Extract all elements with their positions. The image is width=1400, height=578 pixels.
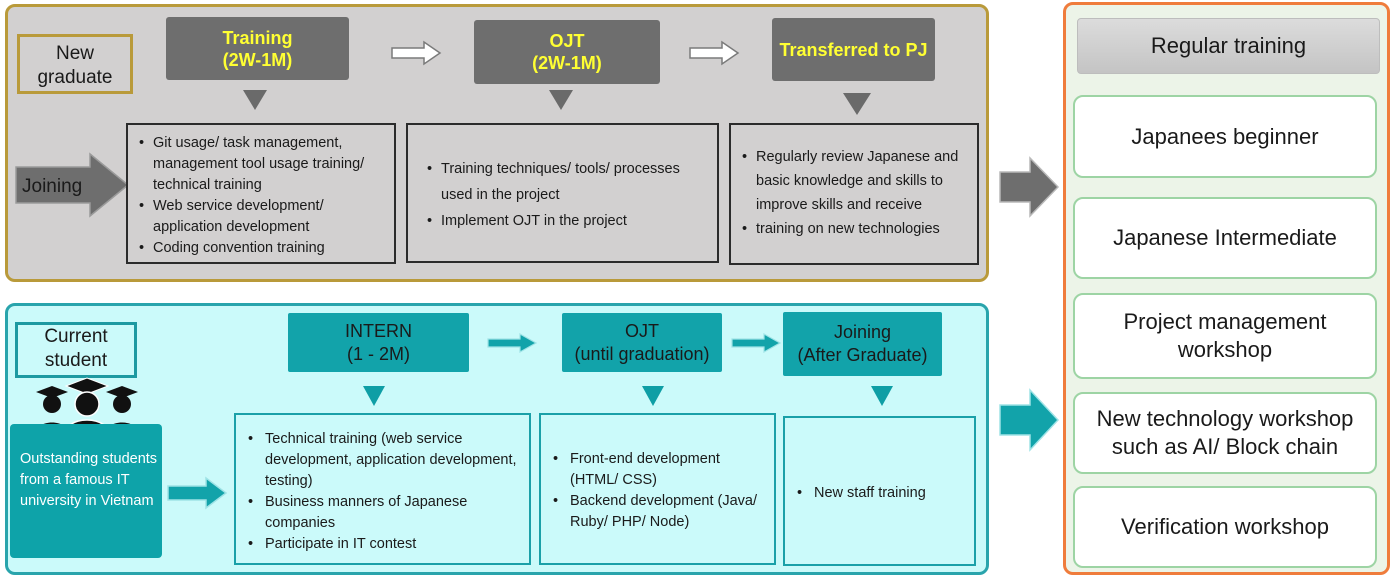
regular-training-item: New technology workshop such as AI/ Bloc…: [1073, 392, 1377, 474]
regular-training-item-label: Japanese Intermediate: [1113, 225, 1337, 250]
regular-training-item: Verification workshop: [1073, 486, 1377, 568]
step-ojt-student: OJT (until graduation): [562, 313, 722, 372]
intern-detail-item: Technical training (web service developm…: [238, 429, 521, 492]
ojt-details: Training techniques/ tools/ processes us…: [406, 123, 719, 263]
step-transferred: Transferred to PJ: [772, 18, 935, 81]
down-arrow-joining: [871, 386, 893, 406]
student-description-card: Outstanding students from a famous IT un…: [10, 424, 162, 558]
step-ojt-title: OJT: [549, 31, 585, 51]
regular-training-item-label: such as AI/ Block chain: [1111, 434, 1339, 459]
transferred-details: Regularly review Japanese and basic know…: [729, 123, 979, 265]
joining-arrow: Joining: [15, 152, 130, 218]
down-arrow-training: [243, 90, 267, 110]
arrow-student-to-regular: [999, 388, 1060, 452]
arrow-ojt-to-joining: [731, 332, 782, 354]
step-joining-title: Joining: [833, 322, 892, 342]
transferred-detail-item: Regularly review Japanese and basic know…: [735, 145, 971, 217]
regular-training-title: Regular training: [1077, 18, 1380, 74]
step-ojt-student-duration: (until graduation): [574, 343, 710, 364]
arrow-graduate-to-regular: [999, 156, 1060, 218]
regular-training-item: Japanees beginner: [1073, 95, 1377, 178]
intern-details: Technical training (web service developm…: [234, 413, 531, 565]
training-detail-item: Git usage/ task management, management t…: [132, 133, 388, 196]
ojt-detail-item: Implement OJT in the project: [420, 208, 709, 234]
intern-detail-item: Participate in IT contest: [238, 534, 521, 555]
regular-training-item-label: workshop: [1177, 337, 1273, 362]
arrow-intern-to-ojt: [487, 332, 538, 354]
down-arrow-ojt: [549, 90, 573, 110]
ojt-student-detail-item: Front-end development (HTML/ CSS): [543, 449, 766, 491]
ojt-detail-item: Training techniques/ tools/ processes us…: [420, 156, 709, 208]
step-ojt: OJT (2W-1M): [474, 20, 660, 84]
regular-training-item-label: Verification workshop: [1121, 514, 1329, 539]
joining-label: Joining: [22, 176, 82, 197]
down-arrow-ojt-student: [642, 386, 664, 406]
step-training: Training (2W-1M): [166, 17, 349, 80]
training-detail-item: Coding convention training: [132, 238, 388, 259]
regular-training-item-label: Japanees beginner: [1131, 123, 1319, 149]
regular-training-item-label: Project management: [1123, 309, 1327, 334]
step-intern-duration: (1 - 2M): [347, 343, 410, 364]
joining-details: New staff training: [783, 416, 976, 566]
student-arrow: [167, 476, 228, 510]
regular-training-item: Project management workshop: [1073, 293, 1377, 379]
new-graduate-tag: New graduate: [17, 34, 133, 94]
intern-detail-item: Business manners of Japanese companies: [238, 492, 521, 534]
step-ojt-student-title: OJT: [625, 320, 659, 341]
step-joining-duration: (After Graduate): [797, 345, 928, 365]
step-intern-title: INTERN: [345, 320, 412, 341]
down-arrow-transferred: [843, 93, 871, 115]
step-training-duration: (2W-1M): [222, 49, 293, 70]
step-joining: Joining (After Graduate): [783, 312, 942, 376]
regular-training-item: Japanese Intermediate: [1073, 197, 1377, 279]
current-student-tag: Current student: [15, 322, 137, 378]
training-detail-item: Web service development/ application dev…: [132, 196, 388, 238]
joining-detail-item: New staff training: [787, 483, 968, 504]
down-arrow-intern: [363, 386, 385, 406]
student-description: Outstanding students from a famous IT un…: [20, 451, 158, 509]
regular-training-item-label: New technology workshop: [1096, 406, 1354, 431]
arrow-ojt-to-transferred: [689, 40, 740, 66]
step-training-title: Training: [222, 27, 293, 48]
step-transferred-title: Transferred to PJ: [779, 39, 928, 60]
step-ojt-duration: (2W-1M): [532, 53, 602, 73]
step-intern: INTERN (1 - 2M): [288, 313, 469, 372]
ojt-student-details: Front-end development (HTML/ CSS) Backen…: [539, 413, 776, 565]
training-details: Git usage/ task management, management t…: [126, 123, 396, 264]
arrow-training-to-ojt: [391, 40, 442, 66]
transferred-detail-item: training on new technologies: [735, 217, 971, 241]
ojt-student-detail-item: Backend development (Java/ Ruby/ PHP/ No…: [543, 491, 766, 533]
